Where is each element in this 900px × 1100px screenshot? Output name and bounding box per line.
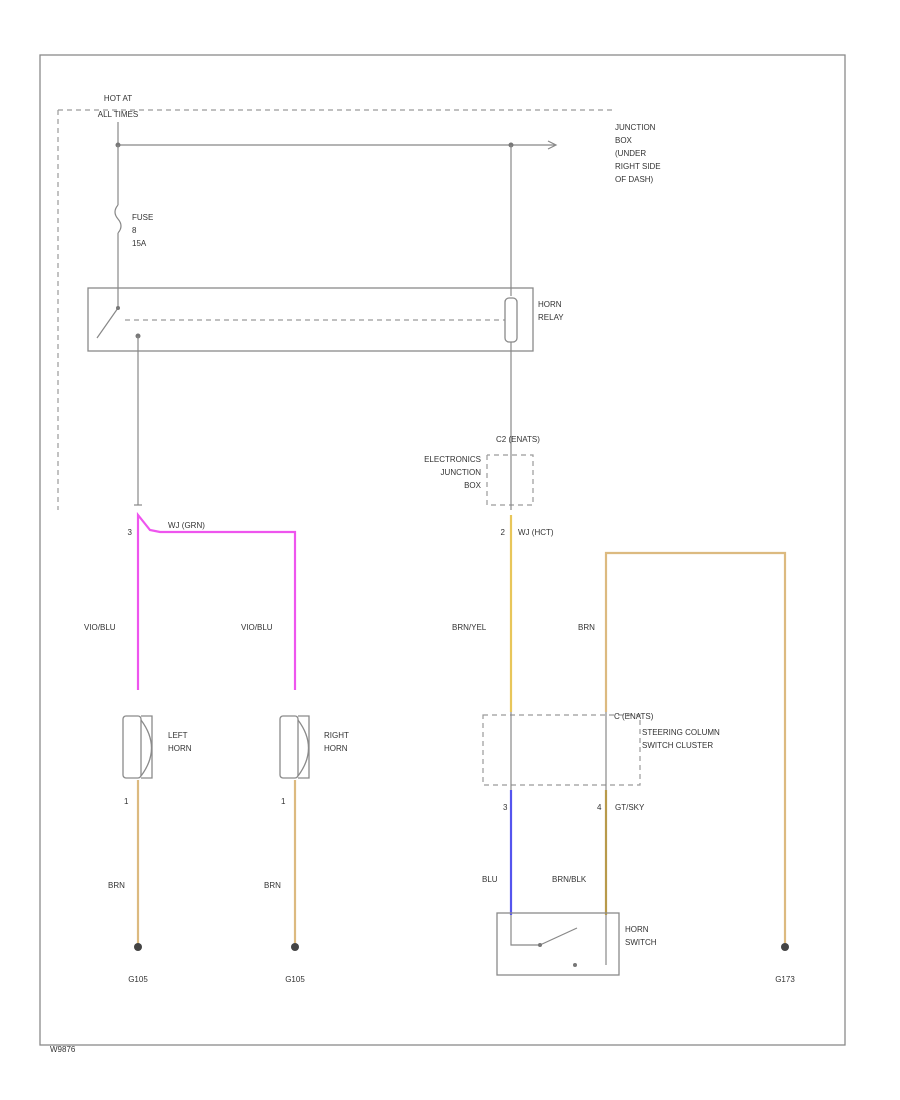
switch-cluster-connector: C (ENATS) <box>614 712 654 721</box>
switch-cluster-connector2: GT/SKY <box>615 803 645 812</box>
right-horn-bell <box>297 719 310 777</box>
junction-box-boundary <box>57 109 612 510</box>
junction-box-line-4: RIGHT SIDE <box>615 162 661 171</box>
brn-blk-label: BRN/BLK <box>552 875 587 884</box>
right-horn-body <box>279 715 299 779</box>
right-horn-pin: 1 <box>281 797 286 806</box>
ejb-connector2-label: WJ (HCT) <box>518 528 554 537</box>
ejb-boundary <box>486 454 534 506</box>
horn-switch-contact <box>573 963 577 967</box>
horn-switch-box <box>496 912 620 976</box>
horn-switch-blade <box>539 927 578 946</box>
ejb-label-1: ELECTRONICS <box>424 455 481 464</box>
horn-switch-label-1: HORN <box>625 925 649 934</box>
ejb-label-3: BOX <box>464 481 482 490</box>
right-horn-label-1: RIGHT <box>324 731 349 740</box>
right-horn-label-2: HORN <box>324 744 348 753</box>
left-horn-pin: 1 <box>124 797 129 806</box>
left-horn-frame <box>141 715 153 779</box>
power-bus-arrow <box>547 140 558 150</box>
right-horn <box>279 715 310 779</box>
fuse-label: FUSE <box>132 213 153 222</box>
brn-top-label: BRN <box>578 623 595 632</box>
switch-cluster-label-2: SWITCH CLUSTER <box>642 741 713 750</box>
horn-switch-label-2: SWITCH <box>625 938 657 947</box>
relay-contact-pivot <box>116 306 120 310</box>
horn-switch-pivot <box>538 943 542 947</box>
blu-label: BLU <box>482 875 498 884</box>
ground-mid-label: G105 <box>285 975 305 984</box>
brn-left-label: BRN <box>108 881 125 890</box>
left-horn <box>122 715 153 779</box>
ejb-label-2: JUNCTION <box>441 468 482 477</box>
brn-top-wire <box>604 551 787 945</box>
vio-blu-right-label: VIO/BLU <box>241 623 273 632</box>
ground-mid <box>291 943 299 951</box>
diagram-code: W9876 <box>50 1045 76 1054</box>
power-bus <box>117 122 555 146</box>
pink-connector-label: WJ (GRN) <box>168 521 205 530</box>
ground-right-label: G173 <box>775 975 795 984</box>
switch-cluster-pin-left: 3 <box>503 803 508 812</box>
switch-cluster-boundary <box>482 714 641 786</box>
switch-cluster-pin-right: 4 <box>597 803 602 812</box>
horn-relay-label-2: RELAY <box>538 313 564 322</box>
all-times-label: ALL TIMES <box>98 110 138 119</box>
brn-right-label: BRN <box>264 881 281 890</box>
junction-box-label: JUNCTION BOX (UNDER RIGHT SIDE OF DASH) <box>615 123 661 184</box>
ground-left <box>134 943 142 951</box>
ejb-connector-label: C2 (ENATS) <box>496 435 540 444</box>
junction-box-line-5: OF DASH) <box>615 175 654 184</box>
left-horn-body <box>122 715 142 779</box>
fuse-symbol <box>114 204 122 234</box>
horn-relay-label-1: HORN <box>538 300 562 309</box>
horn-relay-box <box>87 287 534 352</box>
junction-box-line-2: BOX <box>615 136 633 145</box>
relay-contact-arm <box>96 307 119 339</box>
hot-at-label: HOT AT <box>104 94 132 103</box>
vio-blu-left-label: VIO/BLU <box>84 623 116 632</box>
right-horn-frame <box>298 715 310 779</box>
fuse-amperage: 15A <box>132 239 147 248</box>
junction-box-line-1: JUNCTION <box>615 123 656 132</box>
switch-cluster-label-1: STEERING COLUMN <box>642 728 720 737</box>
vio-blu-wire <box>136 511 297 690</box>
ground-left-label: G105 <box>128 975 148 984</box>
diagram-frame <box>39 54 846 1046</box>
left-horn-label-2: HORN <box>168 744 192 753</box>
fuse-number: 8 <box>132 226 137 235</box>
relay-coil <box>504 297 518 343</box>
horn-switch-lead-left <box>510 915 540 946</box>
ejb-pin-label: 2 <box>501 528 506 537</box>
brn-yel-label: BRN/YEL <box>452 623 487 632</box>
ground-right <box>781 943 789 951</box>
left-horn-label-1: LEFT <box>168 731 188 740</box>
pink-connector-pin: 3 <box>128 528 133 537</box>
left-horn-bell <box>140 719 153 777</box>
junction-box-line-3: (UNDER <box>615 149 646 158</box>
